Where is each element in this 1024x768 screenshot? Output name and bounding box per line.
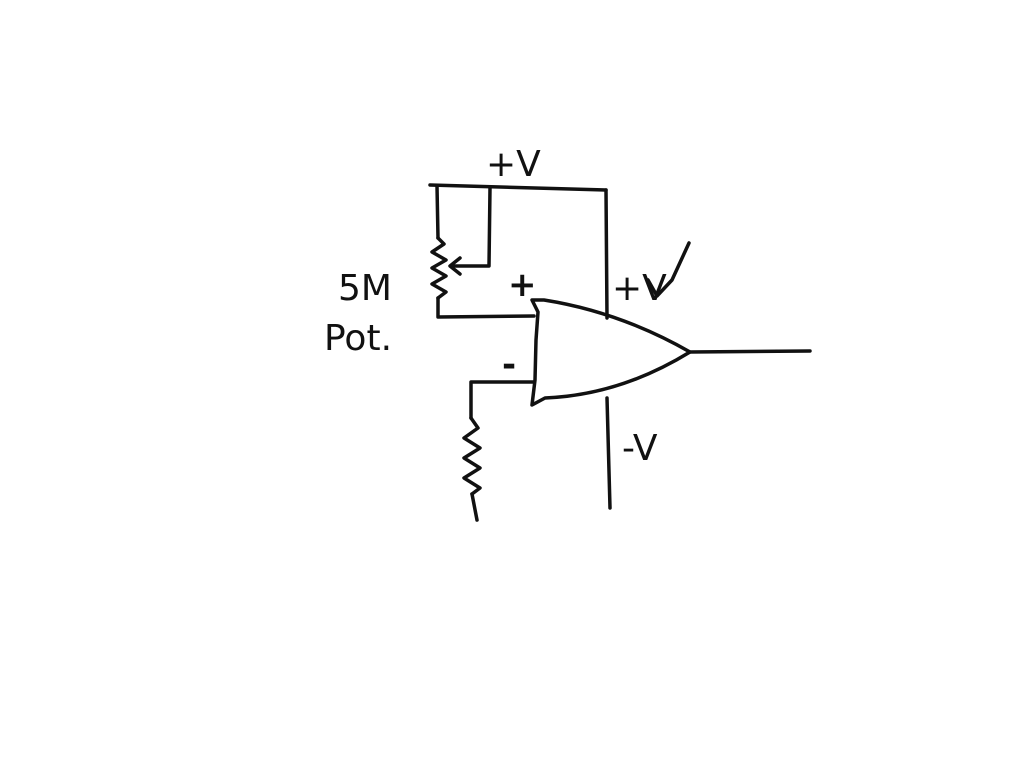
pot-name-label: Pot. [324, 318, 392, 359]
potentiometer-zigzag [430, 236, 448, 300]
inverting-input-sign: - [502, 345, 516, 385]
ground-resistor-zigzag [462, 416, 482, 496]
inverting-input-wire [469, 380, 535, 420]
opamp-positive-supply-wire [604, 188, 609, 320]
pot-top-wire [435, 184, 440, 240]
opamp-negative-supply-wire [605, 396, 612, 510]
top-supply-rail [428, 183, 608, 192]
pot-wiper-wire [450, 186, 492, 268]
top-supply-label: +V [486, 144, 541, 185]
opamp-positive-supply-label: +V [612, 268, 667, 309]
noninverting-input-sign: + [508, 265, 537, 305]
opamp-negative-supply-label: -V [622, 428, 658, 469]
pot-wiper-arrow [448, 256, 462, 276]
opamp-output-wire [688, 349, 812, 354]
pot-bottom-wire [436, 296, 536, 319]
opamp-body [530, 298, 692, 407]
ground-resistor-lead [470, 492, 479, 522]
supply-check-stroke [646, 241, 691, 298]
pot-value-label: 5M [338, 268, 392, 309]
